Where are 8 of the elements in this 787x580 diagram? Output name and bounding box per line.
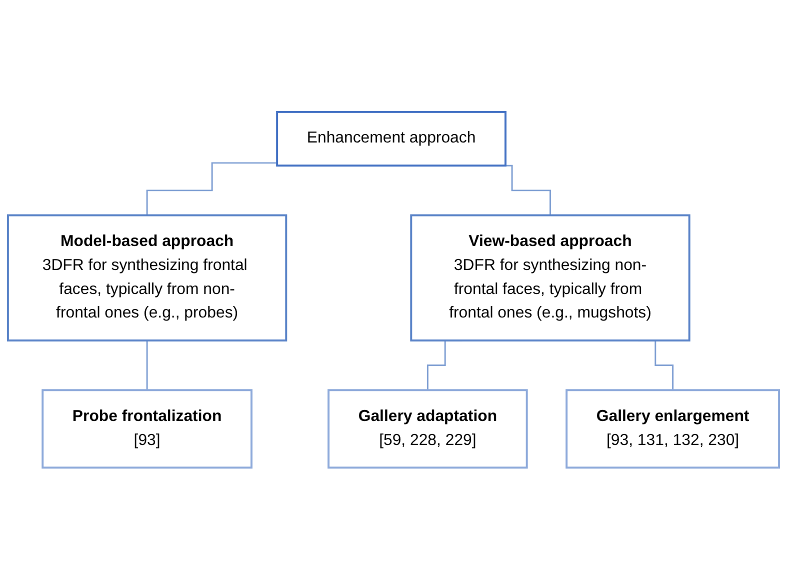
node-box: Probe frontalization [93] <box>42 389 252 469</box>
connector <box>146 340 148 392</box>
connector <box>146 162 278 216</box>
node-box: Gallery enlargement [93, 131, 132, 230] <box>566 389 780 469</box>
node-box: Enhancement approach <box>276 111 506 167</box>
node-box: Gallery adaptation [59, 228, 229] <box>328 389 528 469</box>
node-box: View-based approach 3DFR for synthesizing non-frontal faces, typically from frontal ones (e.g., mugshots) <box>410 214 690 342</box>
node-box: Model-based approach 3DFR for synthesizing frontal faces, typically from non-frontal ones (e.g., probes) <box>6 214 288 342</box>
